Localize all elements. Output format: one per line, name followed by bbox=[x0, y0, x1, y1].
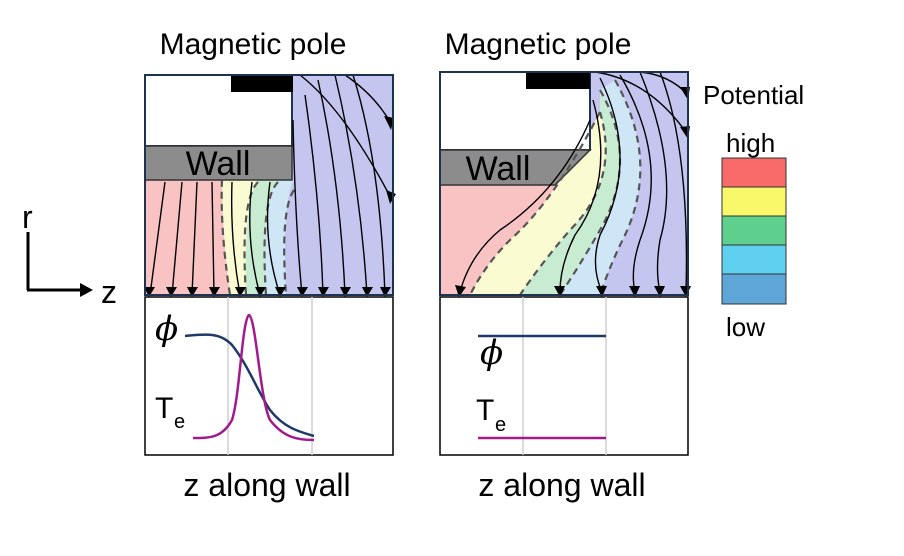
right-yellow-region bbox=[470, 112, 606, 295]
right-red-region bbox=[440, 112, 600, 295]
right-equipotential-line bbox=[469, 111, 601, 296]
legend-swatch bbox=[721, 273, 787, 305]
right-equipotential-line bbox=[598, 79, 642, 296]
left-panel: Magnetic pole Wall bbox=[144, 28, 396, 503]
legend-swatch bbox=[721, 186, 787, 217]
left-field-lines bbox=[149, 74, 393, 296]
left-panel-frame bbox=[144, 74, 394, 296]
left-yellow-region bbox=[222, 180, 258, 295]
right-blue-region bbox=[560, 80, 641, 295]
left-wall-label: Wall bbox=[186, 145, 251, 183]
right-magnetic-pole-bar bbox=[526, 72, 590, 89]
left-equipotential-line bbox=[263, 181, 279, 296]
legend-title: Potential bbox=[703, 80, 804, 110]
right-te-subscript: e bbox=[495, 414, 506, 436]
left-equipotential-line bbox=[243, 181, 259, 296]
left-equipotential-line bbox=[283, 189, 295, 296]
potential-legend: Potential high low bbox=[703, 80, 804, 342]
right-wall-label: Wall bbox=[466, 150, 531, 188]
left-te-label: T bbox=[155, 392, 173, 425]
left-te-subscript: e bbox=[174, 411, 185, 433]
legend-swatch bbox=[721, 244, 787, 275]
legend-swatch bbox=[721, 215, 787, 246]
right-profile-plot bbox=[439, 296, 689, 456]
z-axis-label: z bbox=[101, 274, 117, 310]
left-wall bbox=[144, 145, 293, 181]
right-te-label: T bbox=[476, 394, 494, 427]
legend-swatch bbox=[721, 157, 787, 188]
left-x-axis-label: z along wall bbox=[183, 467, 350, 503]
left-equipotential-line bbox=[220, 179, 232, 296]
right-equipotential-line bbox=[519, 111, 607, 296]
right-green-region bbox=[520, 90, 620, 295]
legend-low-label: low bbox=[726, 312, 765, 342]
z-axis-arrowhead bbox=[80, 283, 93, 297]
right-phi-label: ϕ bbox=[480, 333, 503, 373]
right-x-axis-label: z along wall bbox=[478, 467, 645, 503]
left-profile-plot bbox=[144, 296, 394, 456]
right-panel-title: Magnetic pole bbox=[445, 28, 632, 61]
right-field-lines bbox=[459, 71, 689, 293]
axes-indicator: r z bbox=[22, 199, 117, 310]
right-panel: Magnetic pole Wall bbox=[439, 28, 691, 503]
left-red-region bbox=[145, 180, 230, 295]
right-equipotential-line bbox=[559, 89, 621, 296]
left-magnetic-pole-bar bbox=[231, 75, 293, 92]
left-phi-label: ϕ bbox=[155, 309, 178, 349]
right-panel-frame bbox=[439, 71, 689, 296]
legend-high-label: high bbox=[726, 128, 775, 158]
r-axis-label: r bbox=[22, 199, 33, 235]
left-te-curve bbox=[192, 313, 315, 442]
left-panel-title: Magnetic pole bbox=[160, 28, 347, 61]
left-phi-curve bbox=[184, 333, 315, 438]
